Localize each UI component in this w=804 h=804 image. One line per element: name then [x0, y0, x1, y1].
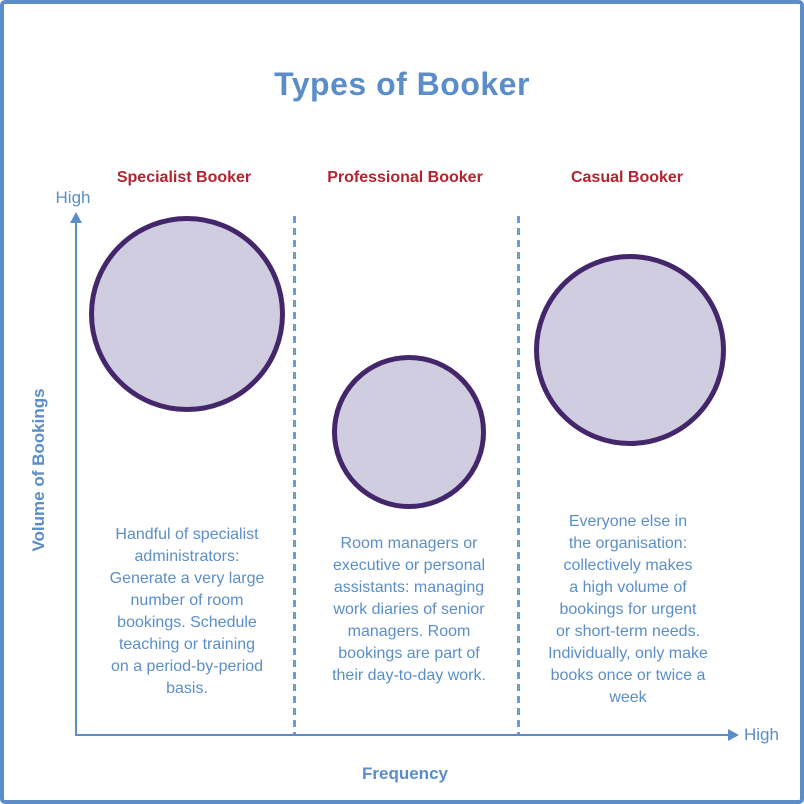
y-axis-arrowhead-icon: [70, 212, 82, 223]
page-title: Types of Booker: [274, 66, 530, 102]
column-divider-dashed-line-2: [517, 216, 520, 734]
column-header-casual-booker: Casual Booker: [570, 169, 684, 186]
bubble-specialist-booker: [89, 216, 285, 412]
column-divider-dashed-line-1: [293, 216, 296, 734]
description-specialist-booker: Handful of specialist administrators: Ge…: [109, 526, 265, 697]
y-axis-title: Volume of Bookings: [29, 388, 48, 552]
description-professional-booker: Room managers or executive or personal a…: [332, 535, 486, 684]
column-header-professional-booker: Professional Booker: [327, 169, 483, 186]
description-casual-booker: Everyone else in the organisation: colle…: [548, 513, 708, 706]
y-axis-line: [75, 222, 77, 735]
y-axis-high-label: High: [55, 188, 91, 207]
column-header-specialist-booker: Specialist Booker: [116, 169, 252, 186]
bubble-casual-booker: [534, 254, 726, 446]
x-axis-title: Frequency: [362, 764, 448, 783]
x-axis-line: [75, 734, 729, 736]
x-axis-high-label: High: [744, 725, 779, 744]
bubble-professional-booker: [332, 355, 486, 509]
x-axis-arrowhead-icon: [728, 729, 739, 741]
